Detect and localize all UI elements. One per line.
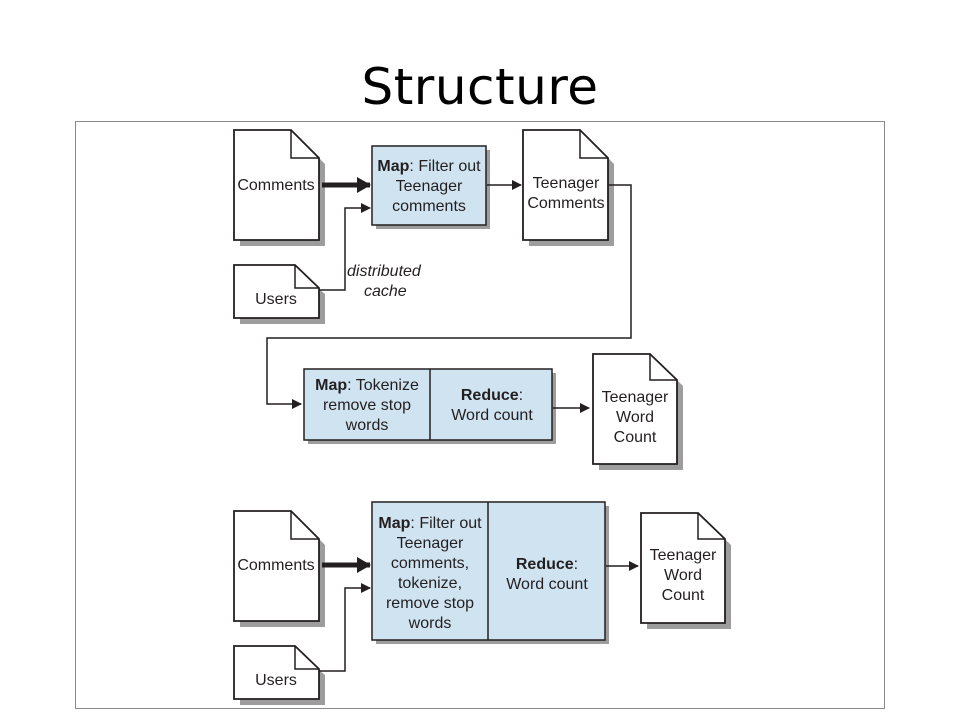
diagram-2: Map: Tokenize remove stop words Reduce: … bbox=[303, 353, 683, 470]
users-label-1: Users bbox=[255, 291, 297, 308]
map-box-2-line2: remove stop bbox=[323, 397, 411, 414]
map-box-3-line2: Teenager bbox=[397, 535, 464, 552]
comments-label-1: Comments bbox=[237, 177, 314, 194]
map-box-3-line4: tokenize, bbox=[398, 575, 462, 592]
word-count-3-line2: Word bbox=[664, 567, 702, 584]
connector-arrow-1-to-2 bbox=[266, 184, 632, 409]
word-count-2-line1: Teenager bbox=[602, 389, 669, 406]
map-reduce-box-2: Map: Tokenize remove stop words Reduce: … bbox=[303, 368, 556, 444]
map-box-2-line3: words bbox=[345, 417, 389, 434]
diagram-frame bbox=[75, 121, 885, 709]
cache-label-line2: cache bbox=[364, 283, 407, 300]
reduce-box-3-line1: Reduce: bbox=[516, 556, 578, 573]
comments-document-3: Comments bbox=[233, 510, 325, 627]
teenager-comments-document: Teenager Comments bbox=[522, 129, 614, 246]
teenager-word-count-document-3: Teenager Word Count bbox=[640, 512, 731, 629]
map-box-3-line5: remove stop bbox=[386, 595, 474, 612]
map-box-1-line1: Map: Filter out bbox=[377, 158, 481, 175]
users-document-3: Users bbox=[233, 645, 325, 705]
map-box-3-line6: words bbox=[408, 615, 452, 632]
cache-label-line1: distributed bbox=[347, 263, 422, 280]
word-count-2-line2: Word bbox=[616, 409, 654, 426]
teenager-comments-line1: Teenager bbox=[533, 175, 600, 192]
word-count-2-line3: Count bbox=[614, 429, 657, 446]
map-box-2-line1: Map: Tokenize bbox=[315, 377, 419, 394]
map-box-1-line2: Teenager bbox=[396, 178, 463, 195]
users-arrow-3 bbox=[319, 583, 371, 672]
reduce-box-3-line2: Word count bbox=[506, 576, 588, 593]
reduce-box-2-line2: Word count bbox=[451, 407, 533, 424]
teenager-word-count-document-2: Teenager Word Count bbox=[592, 353, 683, 470]
word-count-3-line3: Count bbox=[662, 587, 705, 604]
map-box-1: Map: Filter out Teenager comments bbox=[371, 145, 490, 229]
comments-document-1: Comments bbox=[233, 129, 325, 246]
users-document-1: Users bbox=[233, 264, 325, 324]
slide-title: Structure bbox=[361, 58, 599, 116]
map-box-1-line3: comments bbox=[392, 198, 466, 215]
reduce-box-2-line1: Reduce: bbox=[461, 387, 523, 404]
teenager-comments-line2: Comments bbox=[527, 195, 604, 212]
cache-arrow-1 bbox=[319, 203, 371, 291]
map-box-3-line1: Map: Filter out bbox=[378, 515, 482, 532]
diagram-1: Comments Users distributed cache Map: Fi… bbox=[233, 129, 632, 409]
map-box-3-line3: comments, bbox=[391, 555, 469, 572]
map-reduce-box-3: Map: Filter out Teenager comments, token… bbox=[371, 501, 609, 644]
comments-label-3: Comments bbox=[237, 557, 314, 574]
word-count-3-line1: Teenager bbox=[650, 547, 717, 564]
diagram-3: Comments Users Map: Filter out Teenager … bbox=[233, 501, 731, 705]
users-label-3: Users bbox=[255, 672, 297, 689]
